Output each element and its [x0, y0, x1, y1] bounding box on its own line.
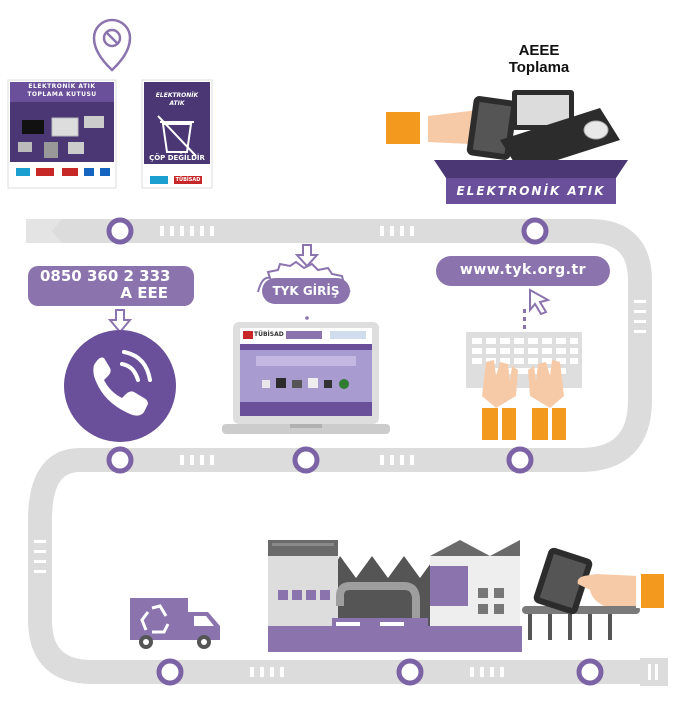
collection-box-label: ELEKTRONİK ATIK [456, 184, 606, 198]
step-marker-1 [106, 217, 134, 245]
url-pill [436, 256, 610, 286]
phone-number-pill [28, 266, 194, 306]
crossed-bin-icon [157, 115, 197, 157]
tyk-website-laptop [222, 322, 390, 434]
bin2-title-line1: ELEKTRONİK [155, 92, 199, 99]
recycling-truck-illustration [130, 598, 220, 649]
step-marker-3 [106, 446, 134, 474]
gear-icon [257, 260, 351, 293]
url-label: www.tyk.org.tr [459, 262, 587, 278]
phone-number-line1: 0850 360 2 333 [40, 267, 171, 285]
bin2-brand: TÜBİSAD [175, 177, 201, 183]
phone-number-line2: A EEE [120, 284, 168, 302]
recycling-factory-illustration [268, 540, 640, 652]
login-label: TYK GİRİŞ [272, 284, 340, 298]
track-end-arrow [640, 658, 668, 686]
login-pill [262, 278, 350, 304]
typing-laptop-illustration [466, 309, 582, 440]
step-marker-7 [396, 658, 424, 686]
recycle-icon [140, 604, 170, 634]
step-marker-6 [156, 658, 184, 686]
site-brand: TÜBİSAD [254, 331, 284, 338]
bin1-title: ELEKTRONİK ATIK TOPLAMA KUTUSU [10, 83, 114, 99]
collection-devices-illustration [386, 90, 628, 204]
phone-number: 0850 360 2 333 A EEE [30, 268, 192, 302]
collection-box-poster [7, 79, 117, 189]
bin2-title-line2: ATIK [169, 100, 185, 107]
arrow-down-icon [107, 309, 133, 334]
collection-title-line1: AEEE [518, 42, 560, 59]
phone-icon [64, 330, 176, 442]
bin1-title-line1: ELEKTRONİK ATIK [28, 83, 96, 90]
collection-title: AEEE Toplama [494, 42, 584, 76]
bin2-title: ELEKTRONİK ATIK [144, 92, 210, 108]
bin1-title-line2: TOPLAMA KUTUSU [27, 91, 97, 98]
step-marker-4 [292, 446, 320, 474]
step-marker-2 [521, 217, 549, 245]
collection-title-line2: Toplama [508, 59, 570, 76]
cursor-icon [529, 288, 551, 316]
electronic-waste-bin [141, 79, 213, 189]
recycle-icon-small [339, 379, 349, 389]
step-markers [106, 217, 604, 686]
track [28, 219, 660, 684]
step-marker-8 [576, 658, 604, 686]
step-marker-5 [506, 446, 534, 474]
location-pin-icon [92, 18, 132, 72]
track-dashes [34, 226, 646, 677]
arrow-down-icon-login [294, 244, 320, 268]
track-start-arrow [26, 219, 62, 243]
bin2-footer: ÇÖP DEĞİLDİR [149, 154, 205, 162]
tablet-handoff-illustration [533, 547, 664, 615]
